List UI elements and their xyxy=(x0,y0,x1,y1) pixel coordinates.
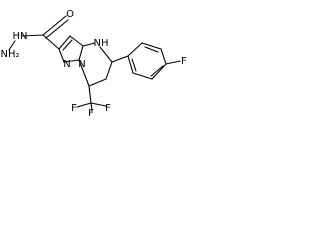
bond-pyrazole-1 xyxy=(58,35,71,50)
bond-aryl-4 xyxy=(151,63,167,80)
bond-cf3-f-down xyxy=(90,102,93,112)
bond-aryl-fluoro xyxy=(165,60,181,65)
bond-carbonyl-ring xyxy=(42,34,60,50)
bond-pyrimidine-2 xyxy=(99,46,113,63)
bond-pyrimidine-5 xyxy=(78,59,90,87)
bond-pyrimidine-3 xyxy=(105,61,113,80)
ring-nitrogen-label-2: N xyxy=(78,59,85,70)
bond-aryl-5 xyxy=(132,72,153,80)
label-layer: HN NH₂ O N N NH F F F F xyxy=(0,9,187,118)
bond-pyrazole-2 xyxy=(69,35,84,47)
bond-pyrimidine-1 xyxy=(82,42,96,47)
hydrazide-nh-label: HN xyxy=(13,31,28,42)
bond-aryl-6 xyxy=(127,55,134,74)
bond-aryl-double-1 xyxy=(144,46,159,53)
cf3-fluorine-right-label: F xyxy=(105,103,111,114)
bond-pyrazole-4 xyxy=(63,59,80,63)
ring-nitrogen-label-1: N xyxy=(63,59,70,70)
bond-nh2-nh xyxy=(8,40,16,51)
bond-carbonyl-o-1 xyxy=(42,15,67,36)
cf3-fluorine-bottom-label: F xyxy=(88,108,94,118)
aryl-fluorine-label: F xyxy=(181,56,187,67)
bond-aryl-double-2 xyxy=(150,65,164,77)
bond-cf3-f-right xyxy=(90,102,107,107)
cf3-fluorine-left-label: F xyxy=(71,103,77,114)
bond-cf3-stem xyxy=(88,85,92,104)
carbonyl-oxygen-label: O xyxy=(66,9,74,20)
bond-aryl-2 xyxy=(141,42,162,50)
bond-aryl-link xyxy=(111,55,129,63)
bond-pyrazole-3 xyxy=(78,45,84,61)
bond-aryl-3 xyxy=(160,48,167,65)
amine-nh-label: NH xyxy=(94,38,109,49)
bond-nh-carbonyl xyxy=(21,34,44,37)
bond-pyrimidine-4 xyxy=(88,78,107,87)
bond-carbonyl-o-2 xyxy=(45,19,69,39)
hydrazide-nh2-label: NH₂ xyxy=(0,49,19,60)
bond-layer xyxy=(8,15,181,112)
bond-cf3-f-left xyxy=(76,102,92,108)
bond-pyrazole-5 xyxy=(58,48,65,63)
bond-pyrazole-double xyxy=(62,39,73,51)
bond-aryl-1 xyxy=(127,42,143,57)
bond-aryl-double-3 xyxy=(131,58,137,72)
chemical-structure-diagram: HN NH₂ O N N NH F F F F xyxy=(0,9,187,118)
